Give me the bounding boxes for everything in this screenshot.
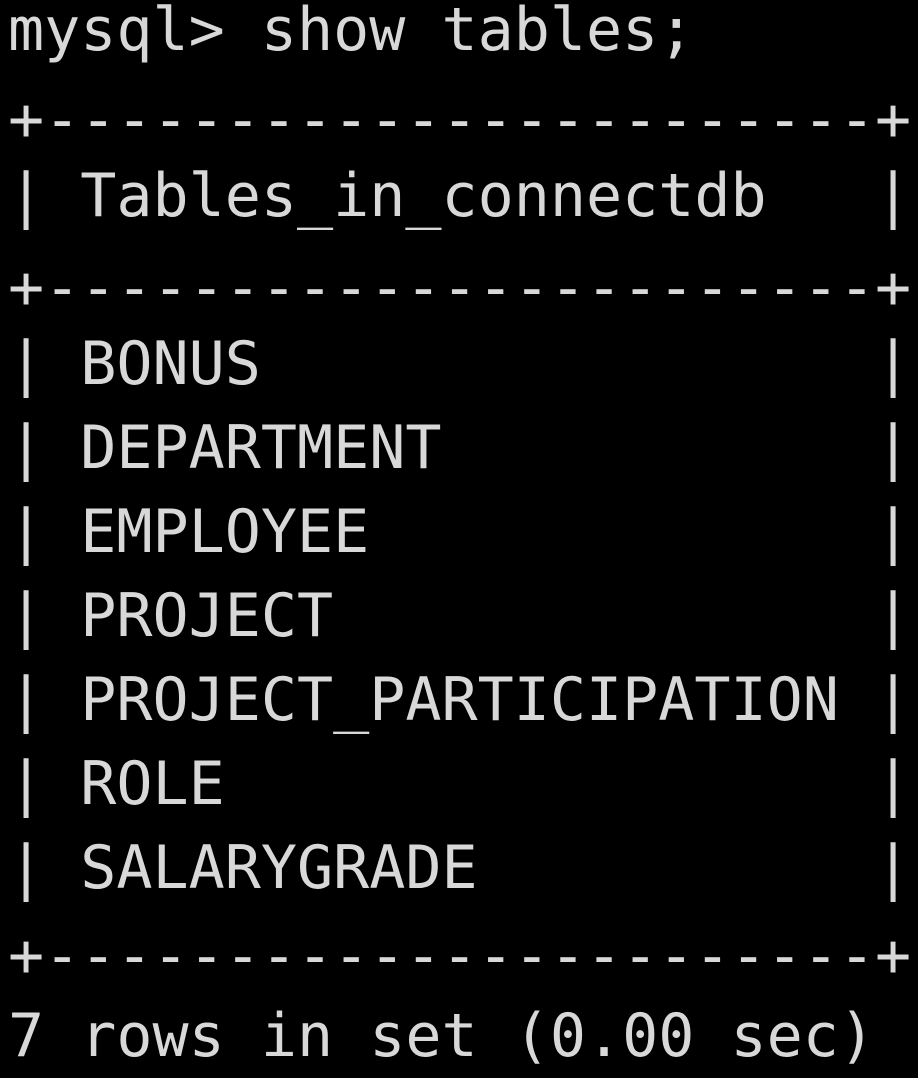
column-separator: | bbox=[8, 413, 81, 483]
cell-padding bbox=[261, 329, 839, 399]
column-separator: | bbox=[838, 749, 912, 819]
table-header-row: | Tables_in_connectdb | bbox=[8, 154, 911, 238]
column-separator: | bbox=[8, 665, 81, 735]
table-row: | PROJECT | bbox=[8, 574, 911, 658]
column-separator: | bbox=[838, 497, 912, 567]
column-separator: | bbox=[838, 413, 912, 483]
cell-padding bbox=[369, 497, 839, 567]
table-row: | BONUS | bbox=[8, 322, 911, 406]
result-summary: 7 rows in set (0.00 sec) bbox=[8, 1001, 875, 1071]
column-separator: | bbox=[838, 833, 912, 903]
column-separator: | bbox=[8, 581, 81, 651]
table-row: | SALARYGRADE | bbox=[8, 826, 911, 910]
cell-padding bbox=[333, 581, 839, 651]
column-separator: | bbox=[838, 665, 912, 735]
column-separator: | bbox=[8, 749, 81, 819]
table-border-header: +-----------------------+ bbox=[8, 253, 912, 323]
cell-padding bbox=[225, 749, 839, 819]
cell-padding bbox=[767, 161, 839, 231]
table-row: | PROJECT_PARTICIPATION | bbox=[8, 658, 911, 742]
command-line: mysql> show tables; bbox=[8, 0, 694, 72]
table-cell: PROJECT_PARTICIPATION bbox=[80, 665, 839, 735]
table-cell: EMPLOYEE bbox=[80, 497, 370, 567]
table-header: Tables_in_connectdb bbox=[80, 161, 767, 231]
cell-padding bbox=[478, 833, 839, 903]
table-cell: BONUS bbox=[80, 329, 261, 399]
table-border-top: +-----------------------+ bbox=[8, 85, 912, 155]
column-separator: | bbox=[838, 329, 912, 399]
table-row: | EMPLOYEE | bbox=[8, 490, 911, 574]
column-separator: | bbox=[8, 329, 81, 399]
table-row: | ROLE | bbox=[8, 742, 911, 826]
table-cell: DEPARTMENT bbox=[80, 413, 442, 483]
column-separator: | bbox=[838, 581, 912, 651]
table-cell: PROJECT bbox=[80, 581, 334, 651]
column-separator: | bbox=[8, 497, 81, 567]
table-cell: ROLE bbox=[80, 749, 225, 819]
mysql-prompt: mysql> bbox=[8, 0, 225, 65]
table-row: | DEPARTMENT | bbox=[8, 406, 911, 490]
table-border-bottom: +-----------------------+ bbox=[8, 921, 912, 991]
column-separator: | bbox=[8, 161, 81, 231]
column-separator: | bbox=[8, 833, 81, 903]
command-text: show tables; bbox=[260, 0, 695, 65]
column-separator: | bbox=[838, 161, 912, 231]
table-cell: SALARYGRADE bbox=[80, 833, 478, 903]
cell-padding bbox=[441, 413, 838, 483]
